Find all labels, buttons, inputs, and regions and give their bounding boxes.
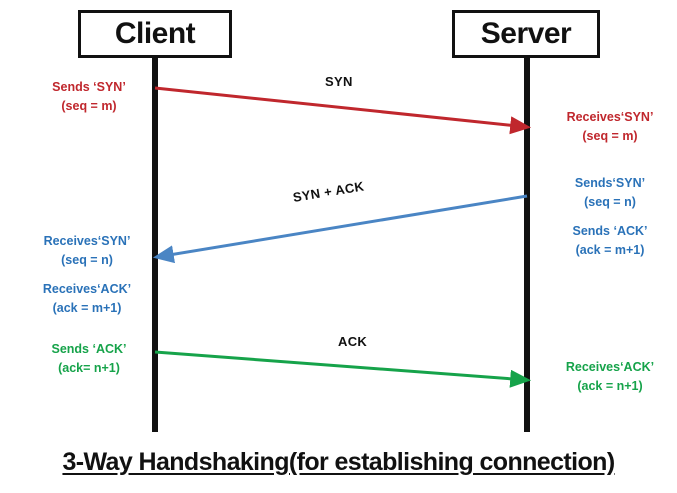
server-node-box: Server [452, 10, 600, 58]
client-node-box: Client [78, 10, 232, 58]
note-line-1: Sends ‘ACK’ [51, 342, 127, 356]
note-client-sends-syn: Sends ‘SYN’ (seq = m) [30, 78, 148, 116]
note-server-receives-ack: Receives‘ACK’ (ack = n+1) [548, 358, 672, 396]
ack-arrow [154, 350, 532, 388]
note-client-receives-syn: Receives‘SYN’ (seq = n) [26, 232, 148, 270]
server-node-label: Server [480, 17, 572, 50]
note-line-1: Receives‘SYN’ [566, 110, 654, 124]
note-line-1: Sends ‘SYN’ [52, 80, 126, 94]
note-line-1: Receives‘ACK’ [565, 360, 655, 374]
syn-arrow [154, 86, 532, 135]
note-line-2: (ack= n+1) [58, 360, 120, 375]
ack-arrow-label: ACK [338, 334, 368, 349]
server-lifeline [524, 58, 530, 432]
note-line-2: (seq = m) [582, 128, 638, 143]
client-node-label: Client [114, 17, 196, 50]
note-server-receives-syn: Receives‘SYN’ (seq = m) [548, 108, 672, 146]
note-line-1: Sends ‘ACK’ [572, 224, 648, 238]
note-line-2: (ack = m+1) [575, 242, 645, 257]
note-line-2: (seq = n) [584, 194, 636, 209]
note-client-sends-ack: Sends ‘ACK’ (ack= n+1) [30, 340, 148, 378]
diagram-title: 3-Way Handshaking(for establishing conne… [62, 448, 615, 476]
note-line-1: Receives‘ACK’ [42, 282, 132, 296]
note-client-receives-ack: Receives‘ACK’ (ack = m+1) [26, 280, 148, 318]
note-line-2: (seq = m) [61, 98, 117, 113]
note-line-1: Sends‘SYN’ [574, 176, 646, 190]
note-line-2: (seq = n) [61, 252, 113, 267]
note-line-2: (ack = n+1) [577, 378, 643, 393]
note-server-sends-ack: Sends ‘ACK’ (ack = m+1) [548, 222, 672, 260]
client-lifeline [152, 58, 158, 432]
note-server-sends-syn: Sends‘SYN’ (seq = n) [548, 174, 672, 212]
note-line-1: Receives‘SYN’ [43, 234, 131, 248]
note-line-2: (ack = m+1) [52, 300, 122, 315]
syn-ack-arrow [152, 194, 528, 264]
syn-arrow-label: SYN [325, 74, 353, 89]
